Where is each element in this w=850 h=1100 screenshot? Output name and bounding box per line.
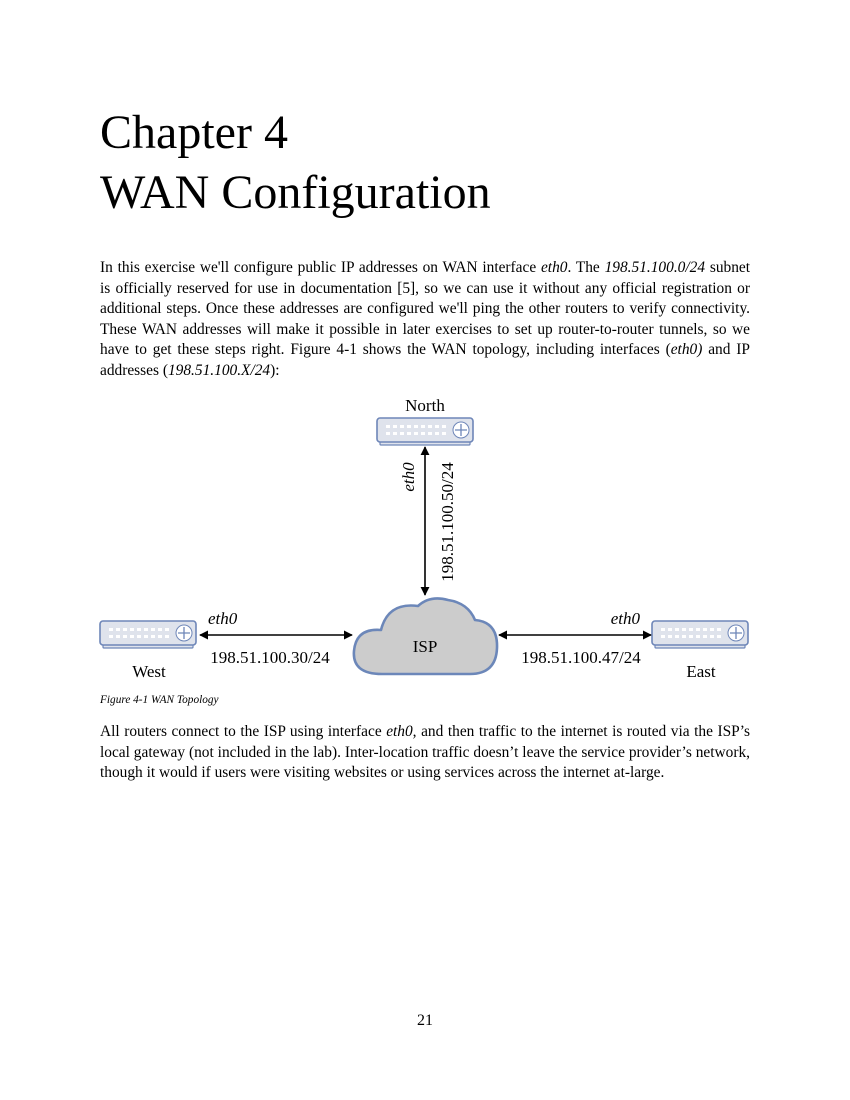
text-run: All routers connect to the ISP using int…: [100, 723, 387, 740]
italic-run: 198.51.100.X/24: [167, 361, 271, 379]
west-interface-label: eth0: [208, 609, 238, 628]
isp-label: ISP: [413, 637, 438, 656]
west-router-icon: [99, 620, 197, 649]
east-router-icon: [651, 620, 749, 649]
east-router-label: East: [686, 662, 716, 681]
text-run: In this exercise we'll configure public …: [100, 259, 541, 276]
page-number: 21: [417, 1012, 433, 1029]
chapter-title: WAN Configuration: [100, 166, 491, 219]
isp-cloud-icon: [352, 597, 499, 676]
east-ip-label: 198.51.100.47/24: [521, 648, 641, 667]
wan-topology-diagram: North West East ISP eth0 198.51.100.50/2…: [99, 396, 749, 681]
west-ip-label: 198.51.100.30/24: [210, 648, 330, 667]
north-ip-label: 198.51.100.50/24: [438, 462, 457, 582]
figure-caption: Figure 4-1 WAN Topology: [100, 694, 219, 706]
text-run: ):: [270, 361, 280, 379]
north-interface-label: eth0: [399, 462, 418, 492]
north-router-icon: [376, 417, 474, 446]
italic-run: eth0): [670, 341, 703, 359]
chapter-heading: Chapter 4 WAN Configuration: [100, 103, 491, 223]
text-run: and then traffic to the internet is rout…: [100, 723, 750, 782]
italic-run: eth0: [540, 259, 568, 276]
closing-paragraph: All routers connect to the ISP using int…: [100, 722, 750, 784]
intro-paragraph: In this exercise we'll configure public …: [100, 258, 750, 382]
text-run: subnet is officially reserved for use in…: [100, 259, 751, 359]
text-run: . The: [567, 259, 605, 276]
text-run: and IP addresses (: [100, 341, 750, 379]
north-router-label: North: [405, 396, 445, 415]
italic-run: eth0,: [386, 723, 417, 740]
east-interface-label: eth0: [611, 609, 641, 628]
italic-run: 198.51.100.0/24: [604, 259, 706, 276]
west-router-label: West: [132, 662, 166, 681]
chapter-number: Chapter 4: [100, 106, 288, 159]
